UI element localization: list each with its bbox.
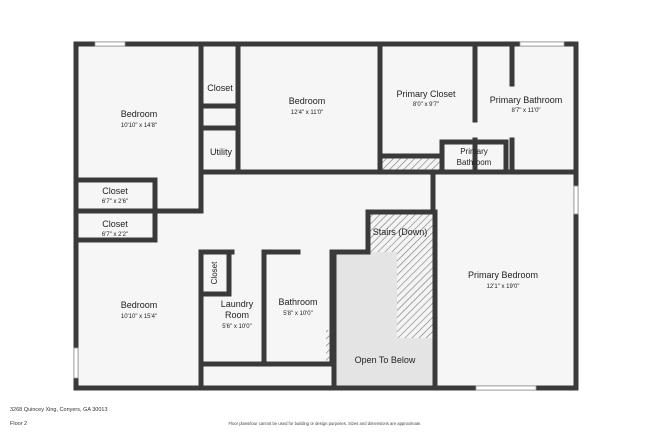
window-left <box>73 347 79 379</box>
room-label: Laundry <box>221 299 254 309</box>
bath-hatch <box>326 330 332 364</box>
room-label: Open To Below <box>355 355 416 365</box>
room-dims: 6'7" x 2'2" <box>102 232 128 238</box>
window-top-2 <box>519 41 565 47</box>
room-label: Bedroom <box>121 300 158 310</box>
room-label: Primary <box>460 147 488 156</box>
room-label: Bedroom <box>289 96 326 106</box>
room-dims: 5'6" x 10'0" <box>222 324 252 330</box>
room-label: Closet <box>207 83 233 93</box>
closet-hatch <box>382 156 442 170</box>
room-label: Primary Closet <box>396 89 456 99</box>
room-label: Bedroom <box>121 109 158 119</box>
room-label: Bathroom <box>278 297 317 307</box>
room-dims: 10'10" x 15'4" <box>121 314 157 320</box>
room-dims: 8'7" x 11'0" <box>511 108 540 114</box>
room-dims: 6'7" x 2'6" <box>102 199 128 205</box>
disclaimer: Floor plans/tour cannot be used for buil… <box>228 421 422 426</box>
room-dims: 8'0" x 9'7" <box>413 102 439 108</box>
window-right <box>573 185 579 215</box>
room-label: Primary Bathroom <box>490 95 563 105</box>
room-dims: 12'1" x 19'0" <box>487 284 520 290</box>
room-label: Closet <box>102 219 128 229</box>
address: 3268 Quincey Xing, Conyers, GA 30013 <box>10 407 108 413</box>
stairs-hatch <box>368 212 433 338</box>
room-label: Closet <box>210 261 219 284</box>
room-dims: 5'8" x 10'0" <box>283 311 313 317</box>
walls <box>73 41 579 391</box>
windows <box>73 41 579 391</box>
window-bottom <box>475 385 537 391</box>
room-label: Utility <box>210 147 232 157</box>
room-label: Bathroom <box>457 158 492 167</box>
floor-label: Floor 2 <box>10 421 28 427</box>
room-dims: 10'10" x 14'8" <box>121 123 157 129</box>
window-top-1 <box>94 41 126 47</box>
room-label: Closet <box>102 186 128 196</box>
room-label: Primary Bedroom <box>468 270 538 280</box>
room-dims: 12'4" x 11'0" <box>291 110 323 116</box>
room-label: Stairs (Down) <box>373 227 428 237</box>
room-label: Room <box>225 310 249 320</box>
